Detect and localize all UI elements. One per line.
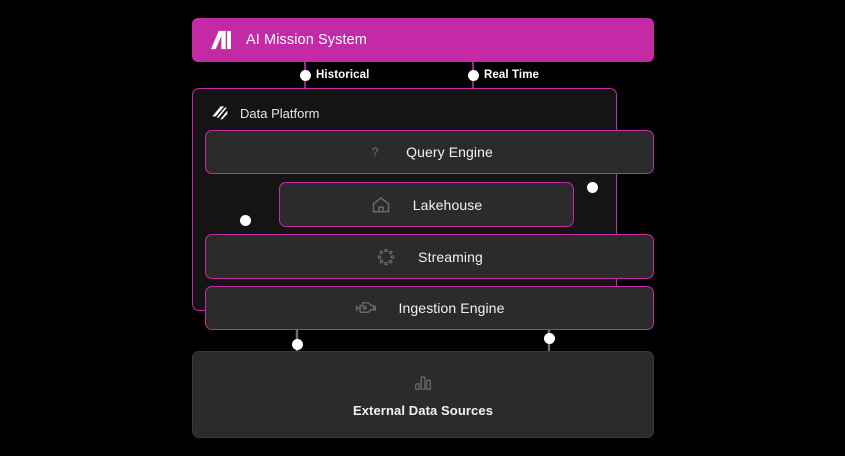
spinner-dots-icon [377, 248, 395, 265]
service-label-ingestion-engine: Ingestion Engine [398, 300, 505, 316]
service-label-streaming: Streaming [418, 248, 483, 265]
layered-stack-icon [212, 106, 228, 120]
connection-dot-left [240, 215, 251, 226]
external-data-sources-card[interactable]: External Data Sources [192, 351, 654, 438]
house-icon [372, 196, 390, 212]
question-mark-icon: ? [372, 145, 379, 160]
connection-dot-historical [300, 70, 311, 81]
service-card-streaming[interactable]: Streaming [205, 234, 654, 279]
service-label-lakehouse: Lakehouse [412, 196, 483, 213]
edge-label-historical: Historical [316, 69, 370, 81]
bar-chart-icon [414, 375, 432, 390]
svg-text:?: ? [372, 145, 379, 160]
edge-label-real-time: Real Time [484, 69, 540, 81]
ai-mission-logo-icon [211, 30, 231, 50]
connection-dot-external-left [292, 339, 303, 350]
data-platform-title: Data Platform [240, 105, 320, 121]
external-data-sources-label: External Data Sources [352, 402, 494, 418]
service-card-ingestion-engine[interactable]: Ingestion Engine [205, 286, 654, 330]
ai-mission-system-header[interactable]: AI Mission System [192, 18, 654, 62]
service-label-query-engine: Query Engine [406, 144, 493, 160]
page-title: AI Mission System [246, 32, 367, 48]
connection-dot-external-right [544, 333, 555, 344]
connection-dot-right [587, 182, 598, 193]
service-card-lakehouse[interactable]: Lakehouse [279, 182, 574, 227]
engine-icon [355, 302, 376, 313]
data-platform-header: Data Platform [193, 89, 616, 123]
connection-dot-realtime [468, 70, 479, 81]
service-card-query-engine[interactable]: ? Query Engine [205, 130, 654, 174]
